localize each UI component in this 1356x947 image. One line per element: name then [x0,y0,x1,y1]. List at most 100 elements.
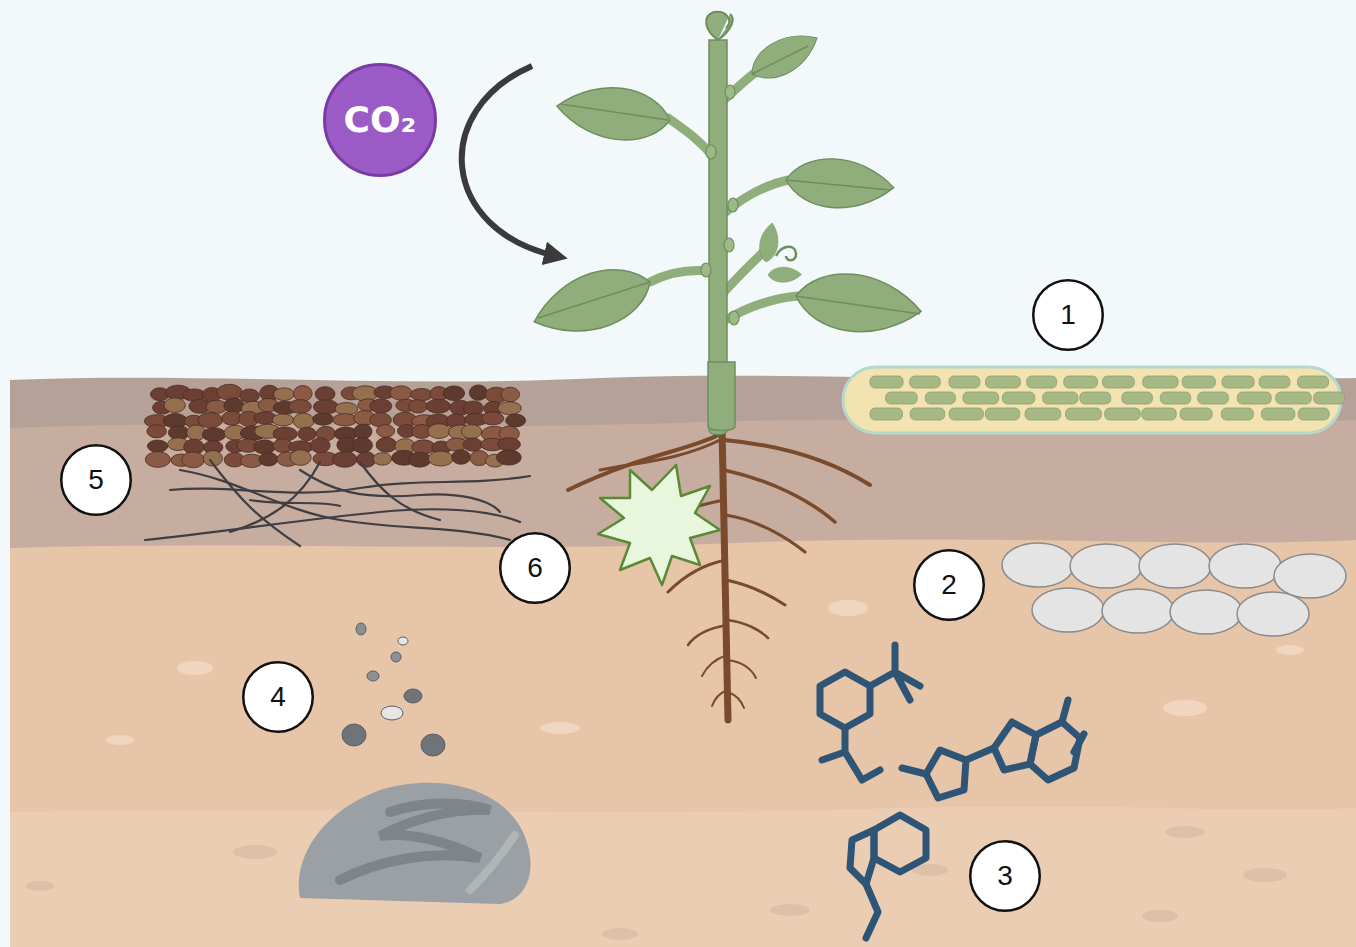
node-content: 2 [913,549,985,621]
cell [986,376,1021,388]
callout-number: 1 [1032,279,1104,351]
molecule-label: CO₂ [344,100,417,140]
callout-label: 5 [88,465,104,496]
mulch-piece [498,402,522,415]
mulch-piece [469,385,487,400]
uptake-arrow [462,66,556,256]
mulch-piece [428,451,453,466]
cell [1122,392,1152,404]
co2-bubble-circle [325,65,436,176]
callout-number-circle [61,445,131,515]
cell [910,408,945,420]
green-cells [870,376,1345,420]
callout-number: 3 [969,840,1041,912]
mulch-piece [426,399,451,413]
cell [910,376,941,388]
cell [1298,408,1329,420]
callout-number: 5 [60,444,132,516]
mulch-piece [313,413,334,425]
cell [1002,392,1034,404]
mulch-piece [376,437,397,452]
mulch-piece [501,387,520,402]
mulch-piece [202,428,225,442]
mulch-piece [443,386,464,401]
cell [1180,408,1212,420]
subsoil-layer [10,539,1356,947]
cell [870,408,902,420]
mulch-piece [254,440,276,454]
cell [1142,408,1177,420]
callout-number-circle [1033,280,1103,350]
cell [1182,376,1215,388]
node-content: 5 [60,444,132,516]
cell [1043,392,1078,404]
mulch-piece [463,438,482,451]
mulch-piece [409,400,428,413]
deep-speckles [26,826,1287,940]
callout-label: 1 [1060,300,1076,331]
cell [870,376,903,388]
co2-bubble: CO₂ [323,63,437,177]
molecules [820,645,1084,938]
cell-mat [843,367,1341,433]
pebbles [342,623,445,756]
mulch-piece [147,425,166,438]
callout-number-circle [970,841,1040,911]
mulch-piece [333,414,357,426]
cell [1221,408,1253,420]
cell [1027,376,1057,388]
mulch-piece [354,424,372,439]
mulch-piece [240,389,260,403]
mulch-piece [259,452,278,466]
callout-label: 3 [997,861,1013,892]
mulch-piece [370,399,392,413]
organic-matter [144,384,525,468]
cell [1064,376,1098,388]
mulch-piece [390,386,412,400]
cell [1259,376,1290,388]
cell [925,392,955,404]
mulch-piece [217,384,243,400]
mulch-piece [461,425,482,439]
node-content: 4 [242,661,314,733]
callout-number-circle [914,550,984,620]
cell [1297,376,1328,388]
mulch-piece [147,440,168,452]
cell [1102,376,1134,388]
mulch-piece [377,425,395,438]
mulch-piece [335,403,358,416]
cell [963,392,999,404]
cell [985,408,1019,420]
mulch-piece [293,413,314,429]
cell [949,408,983,420]
root-microbe-burst [598,465,720,585]
mulch-piece [198,412,223,427]
mulch-piece [164,398,185,413]
mulch-piece [428,424,451,439]
rock [299,783,531,904]
mulch-piece [332,452,357,468]
cell [1237,392,1271,404]
mulch-piece [274,388,295,401]
mulch-piece [470,450,488,465]
mulch-piece [310,438,330,453]
mulch-piece [482,412,504,425]
callout-number-circle [500,533,570,603]
plant-roots [568,428,870,720]
grey-particles [1002,543,1346,636]
mulch-piece [315,387,335,401]
mulch-piece [498,438,521,451]
node-content: CO₂ [323,63,437,177]
mulch-piece [289,400,312,414]
mulch-piece [506,414,526,427]
cell [1314,392,1345,404]
mulch-piece [298,427,316,440]
callout-label: 6 [527,553,543,584]
mulch-piece [352,438,373,453]
mulch-piece [452,450,471,465]
mulch-piece [293,386,312,402]
cell [1080,392,1111,404]
topsoil-layer [10,375,1356,947]
